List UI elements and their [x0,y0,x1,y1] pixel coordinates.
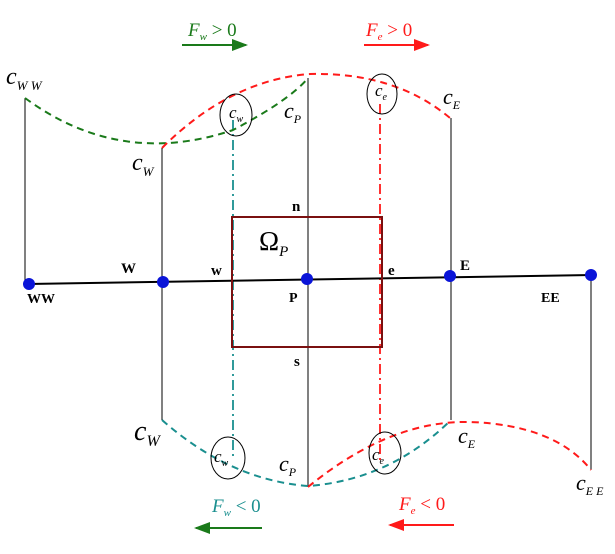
node-p-label: P [289,291,298,306]
cp-upper-label: cP [284,98,302,126]
lower-curve-teal [161,419,452,488]
node-ee [585,269,597,281]
cw-lower-label: cW [134,416,161,450]
cee-label: cE E [576,470,604,498]
face-w-label: w [211,263,222,279]
face-n-label: n [292,199,301,215]
cp-lower-label: cP [279,451,297,479]
face-s-label: s [294,354,300,370]
node-e [444,270,456,282]
ce-face-lower-label: ce [372,445,385,467]
upper-curve-red [161,72,451,149]
cw-upper-label: cW [132,150,155,179]
cw-face-upper-label: cw [229,103,244,125]
node-ww-label: WW [27,292,55,307]
cw-face-lower-label: cw [214,447,229,469]
fw-positive-label: Fw > 0 [187,20,237,43]
node-w-label: W [121,261,136,277]
ce-face-upper-label: ce [375,81,388,103]
fe-negative-label: Fe < 0 [398,494,445,517]
lower-curve-red [307,420,592,488]
node-ee-label: EE [541,291,560,306]
node-w [157,276,169,288]
ce-lower-label: cE [458,423,476,451]
cw-upper-circle [219,93,253,137]
ce-lower-circle [368,431,402,475]
ce-upper-label: cE [443,84,461,112]
fe-positive-label: Fe > 0 [365,20,412,43]
omega-label: ΩP [259,226,288,260]
node-ww [23,278,35,290]
face-e-label: e [388,263,395,279]
node-p [301,273,313,285]
node-e-label: E [460,258,470,274]
upper-curve-green [24,77,309,145]
ce-upper-circle [366,73,398,115]
control-volume-box [231,216,383,348]
cw-lower-circle [210,436,246,480]
cww-label: cW W [6,64,43,93]
fw-negative-label: Fw < 0 [211,496,261,519]
